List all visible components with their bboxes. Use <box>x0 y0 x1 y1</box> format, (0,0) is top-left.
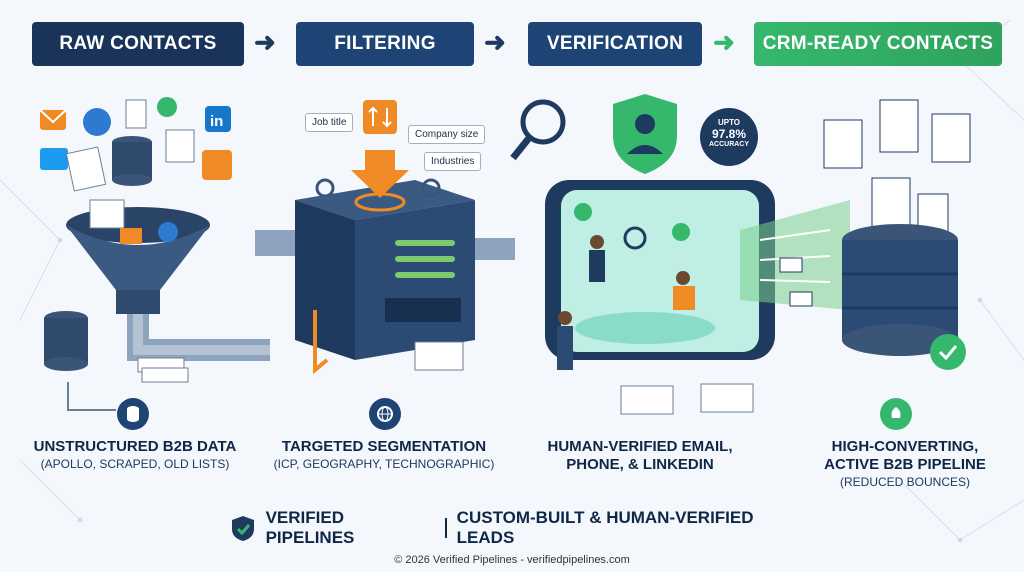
stage-label: VERIFICATION <box>546 33 684 54</box>
check-icon <box>157 97 177 117</box>
footer-separator <box>444 518 447 538</box>
database-icon <box>117 398 149 430</box>
caption-title: TARGETED SEGMENTATION <box>281 438 487 455</box>
profile-card-icon <box>620 385 674 415</box>
stage-label: FILTERING <box>334 33 436 54</box>
profile-card-icon <box>879 99 919 153</box>
accuracy-badge-line3: ACCURACY <box>708 141 750 148</box>
crm-database-illustration <box>740 99 971 370</box>
stage-filtering: FILTERING <box>296 22 474 66</box>
sort-icon <box>363 100 397 134</box>
brand-name: VERIFIED PIPELINES <box>265 508 355 547</box>
document-icon <box>89 199 125 229</box>
caption-title: UNSTRUCTURED B2B DATA <box>33 438 237 455</box>
shield-logo-icon <box>232 516 254 541</box>
profile-card-icon <box>823 119 863 169</box>
check-icon <box>930 334 966 370</box>
raw-data-funnel-illustration: in <box>39 97 270 383</box>
globe-icon <box>369 398 401 430</box>
document-icon <box>414 341 464 371</box>
stage-crm-ready: CRM-READY CONTACTS <box>754 22 1002 66</box>
caption-title-line2: PHONE, & LINKEDIN <box>566 456 714 473</box>
filter-tag-label: Job title <box>312 117 347 128</box>
svg-text:in: in <box>210 113 223 130</box>
accuracy-badge-line1: UPTO <box>717 118 741 127</box>
filter-tag-label: Industries <box>431 156 475 167</box>
network-icon <box>83 108 111 136</box>
caption-subtitle: (APOLLO, SCRAPED, OLD LISTS) <box>40 457 230 471</box>
arrow-icon: ➜ <box>254 27 276 57</box>
filter-tag-job-title: Job title <box>305 113 354 132</box>
check-icon <box>672 223 690 241</box>
profile-card-icon <box>700 383 754 413</box>
caption-subtitle: (REDUCED BOUNCES) <box>839 475 970 489</box>
email-icon <box>789 291 813 307</box>
rocket-icon <box>880 398 912 430</box>
verification-chamber-illustration <box>510 94 775 415</box>
stage-raw-contacts: RAW CONTACTS <box>32 22 244 66</box>
caption-unstructured-data: UNSTRUCTURED B2B DATA (APOLLO, SCRAPED, … <box>20 438 250 472</box>
document-icon <box>165 129 195 163</box>
filter-tag-label: Company size <box>415 129 479 140</box>
magnifier-icon <box>623 226 647 250</box>
check-icon <box>574 203 592 221</box>
brand-tagline: CUSTOM-BUILT & HUMAN-VERIFIED LEADS <box>456 508 754 547</box>
caption-title: HUMAN-VERIFIED EMAIL, <box>547 438 733 455</box>
accuracy-badge: UPTO 97.8% ACCURACY <box>700 108 758 166</box>
copyright: © 2026 Verified Pipelines - verifiedpipe… <box>394 554 630 566</box>
magnifier-icon <box>520 99 566 145</box>
gear-icon <box>315 178 335 198</box>
footer-brand-bar: VERIFIED PIPELINES CUSTOM-BUILT & HUMAN-… <box>230 508 810 547</box>
stage-label: RAW CONTACTS <box>59 33 217 54</box>
document-icon <box>125 99 147 129</box>
stage-label: CRM-READY CONTACTS <box>762 33 994 54</box>
caption-human-verified: HUMAN-VERIFIED EMAIL, PHONE, & LINKEDIN <box>540 438 740 474</box>
table-card-icon <box>931 113 971 163</box>
caption-title-line2: ACTIVE B2B PIPELINE <box>824 456 986 473</box>
caption-high-converting: HIGH-CONVERTING, ACTIVE B2B PIPELINE (RE… <box>810 438 1000 490</box>
gear-icon <box>421 178 441 198</box>
arrow-icon: ➜ <box>484 27 506 57</box>
profile-card-icon <box>871 177 911 233</box>
connector-line <box>67 382 116 411</box>
twitter-icon <box>40 148 68 170</box>
linkedin-icon <box>205 106 231 132</box>
caption-subtitle: (ICP, GEOGRAPHY, TECHNOGRAPHIC) <box>273 457 495 471</box>
email-icon <box>779 257 803 273</box>
filter-tag-company-size: Company size <box>408 125 486 144</box>
caption-title: HIGH-CONVERTING, <box>831 438 979 455</box>
document-icon <box>65 146 107 192</box>
filter-tag-industries: Industries <box>424 152 482 171</box>
filtering-machine-illustration <box>255 100 515 375</box>
arrow-icon: ➜ <box>713 27 735 57</box>
stage-verification: VERIFICATION <box>528 22 702 66</box>
caption-targeted-segmentation: TARGETED SEGMENTATION (ICP, GEOGRAPHY, T… <box>268 438 500 472</box>
accuracy-badge-value: 97.8% <box>711 127 747 141</box>
database-icon <box>202 150 232 180</box>
